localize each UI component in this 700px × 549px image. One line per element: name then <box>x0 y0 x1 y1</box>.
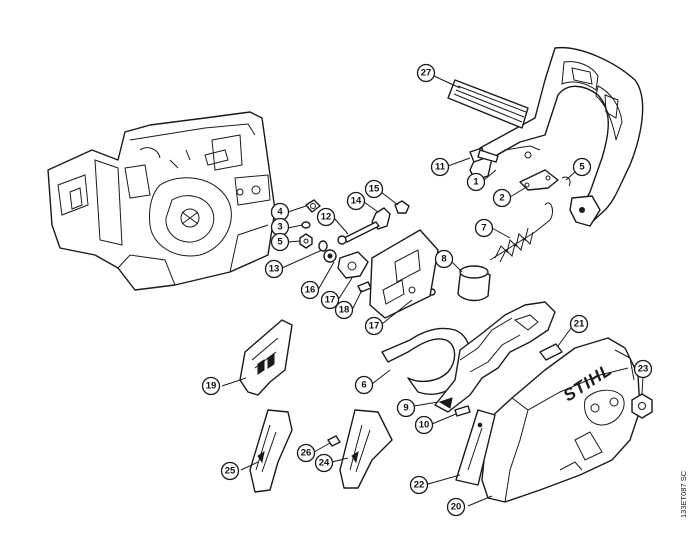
svg-text:5: 5 <box>579 162 585 173</box>
svg-text:19: 19 <box>206 381 217 392</box>
callout-10: 10 <box>414 415 434 435</box>
svg-text:7: 7 <box>481 223 486 234</box>
svg-text:25: 25 <box>225 466 236 477</box>
svg-text:6: 6 <box>361 380 366 391</box>
svg-text:22: 22 <box>414 480 425 491</box>
callout-17-upper: 17 <box>320 290 340 310</box>
callout-11: 11 <box>430 157 450 177</box>
svg-text:17: 17 <box>325 295 336 306</box>
callout-25: 25 <box>220 461 240 481</box>
callout-21: 21 <box>569 314 589 334</box>
callout-1: 1 <box>466 172 486 192</box>
callout-5-left: 5 <box>270 232 290 252</box>
callout-9: 9 <box>396 398 416 418</box>
callout-6: 6 <box>354 375 374 395</box>
callout-12: 12 <box>316 207 336 227</box>
callout-15: 15 <box>364 179 384 199</box>
svg-text:3: 3 <box>277 222 282 233</box>
svg-text:21: 21 <box>574 319 585 330</box>
svg-text:10: 10 <box>419 420 430 431</box>
engine-housing <box>47 111 276 291</box>
callout-22: 22 <box>409 475 429 495</box>
callout-5-top: 5 <box>572 157 592 177</box>
callout-16: 16 <box>300 280 320 300</box>
callout-17-lower: 17 <box>364 316 384 336</box>
svg-text:24: 24 <box>319 458 330 469</box>
svg-text:1: 1 <box>473 177 479 188</box>
callout-8: 8 <box>434 249 454 269</box>
small-fasteners <box>299 199 321 249</box>
svg-text:17: 17 <box>369 321 380 332</box>
svg-text:23: 23 <box>638 364 649 375</box>
svg-text:16: 16 <box>305 285 316 296</box>
guide-plate <box>369 229 439 319</box>
sprocket-cover-inner <box>434 301 563 417</box>
svg-text:12: 12 <box>321 212 332 223</box>
callouts: 27 11 1 2 5 7 8 4 3 5 14 15 12 13 16 17 … <box>201 63 653 517</box>
svg-text:5: 5 <box>277 237 283 248</box>
callout-24: 24 <box>314 453 334 473</box>
callout-2: 2 <box>492 188 512 208</box>
svg-text:2: 2 <box>499 193 504 204</box>
svg-text:27: 27 <box>421 68 432 79</box>
callout-23: 23 <box>633 359 653 379</box>
svg-text:4: 4 <box>277 207 283 218</box>
callout-26: 26 <box>296 443 316 463</box>
svg-text:9: 9 <box>403 403 408 414</box>
cover-plate <box>239 319 293 396</box>
svg-text:18: 18 <box>339 305 350 316</box>
chain-brackets <box>249 409 393 493</box>
callout-19: 19 <box>201 376 221 396</box>
svg-text:11: 11 <box>435 162 446 173</box>
brake-band <box>381 327 471 395</box>
callout-7: 7 <box>474 218 494 238</box>
sprocket-cover: STIHL <box>455 337 653 503</box>
leader-lines <box>221 75 644 507</box>
svg-text:15: 15 <box>369 184 380 195</box>
svg-text:8: 8 <box>441 254 446 265</box>
callout-27: 27 <box>416 63 436 83</box>
svg-text:14: 14 <box>351 196 362 207</box>
callout-18: 18 <box>334 300 354 320</box>
svg-text:13: 13 <box>269 264 280 275</box>
document-code: 133ET087 SC <box>679 470 688 518</box>
callout-14: 14 <box>346 191 366 211</box>
callout-20: 20 <box>446 497 466 517</box>
hand-guard <box>447 46 644 302</box>
svg-text:26: 26 <box>301 448 312 459</box>
callout-13: 13 <box>264 259 284 279</box>
svg-text:20: 20 <box>451 502 462 513</box>
